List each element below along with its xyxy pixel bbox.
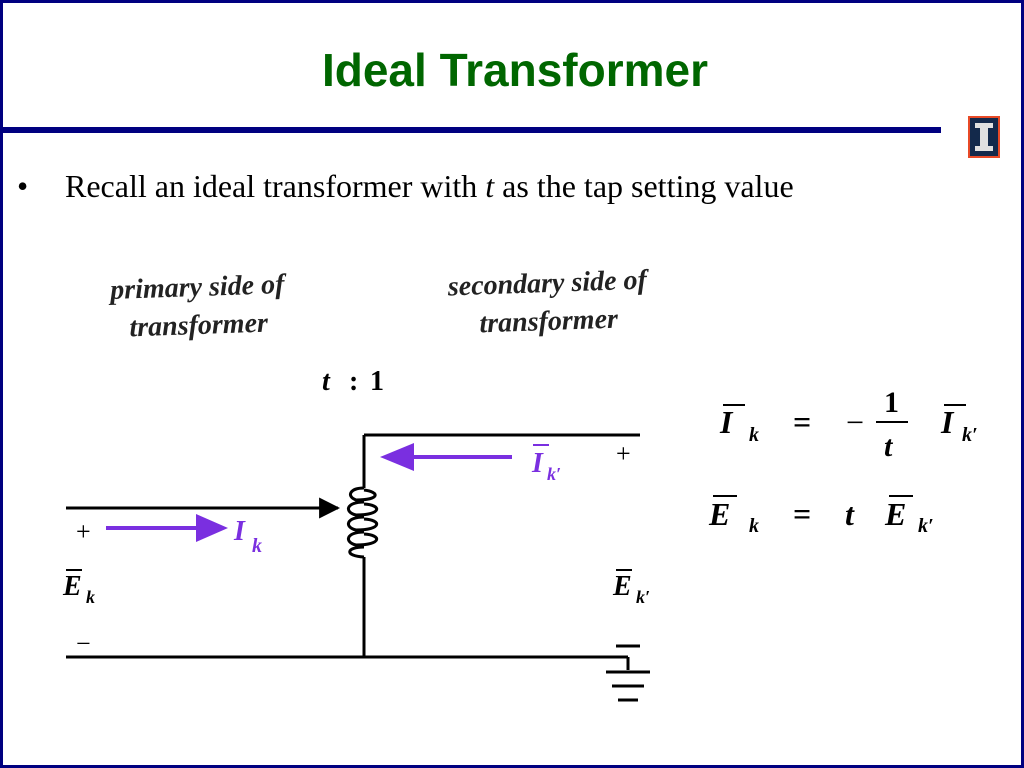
secondary-current-subscript: k′ [547, 464, 561, 484]
bullet-dot-icon: • [17, 168, 29, 204]
primary-voltage-subscript: k [86, 587, 95, 607]
secondary-current-label: I [531, 448, 544, 479]
primary-voltage-label: E [62, 571, 82, 602]
primary-current-label: I [233, 516, 246, 547]
eq1-lhs-symbol: I [719, 404, 734, 440]
secondary-voltage-subscript: k′ [636, 587, 650, 607]
eq2-rhs-symbol: E [884, 496, 906, 532]
eq2-equals: = [793, 496, 811, 532]
bullet-text-part: as the tap setting value [494, 168, 794, 204]
secondary-voltage-label: E [612, 571, 632, 602]
primary-minus-sign: − [76, 629, 91, 658]
eq2-coefficient: t [845, 496, 855, 532]
primary-current-subscript: k [252, 535, 262, 557]
ground-icon [606, 644, 650, 702]
bullet-text: Recall an ideal transformer with t as th… [65, 168, 794, 204]
eq2-lhs-subscript: k [749, 515, 759, 537]
primary-plus-sign: + [76, 517, 91, 546]
transformer-coil-icon [347, 486, 378, 559]
primary-current-arrow [106, 514, 228, 542]
secondary-current-arrow [380, 443, 512, 471]
eq1-fraction-denominator: t [884, 430, 894, 463]
eq1-rhs-subscript: k′ [962, 424, 978, 446]
eq1-rhs-symbol: I [940, 404, 955, 440]
eq1-fraction-numerator: 1 [884, 386, 899, 419]
eq2-rhs-subscript: k′ [918, 515, 934, 537]
eq2-lhs-symbol: E [708, 496, 730, 532]
current-relation-equation: I k = − 1 t I k′ [719, 386, 978, 463]
slide-title: Ideal Transformer [321, 44, 709, 96]
voltage-relation-equation: E k = t E k′ [708, 495, 934, 537]
eq1-lhs-subscript: k [749, 424, 759, 446]
university-block-i-logo-icon [968, 116, 1000, 158]
secondary-plus-sign: + [616, 439, 631, 468]
ratio-t: t [322, 366, 331, 397]
title-divider [3, 127, 941, 133]
ratio-one: 1 [370, 366, 384, 397]
eq1-minus: − [846, 404, 864, 440]
eq1-equals: = [793, 404, 811, 440]
transformer-diagram: t : 1 [62, 366, 978, 702]
bullet-variable: t [485, 168, 495, 204]
ratio-colon: : [349, 366, 358, 397]
bullet-text-part: Recall an ideal transformer with [65, 168, 486, 204]
bullet-item: • Recall an ideal transformer with t as t… [17, 168, 794, 205]
